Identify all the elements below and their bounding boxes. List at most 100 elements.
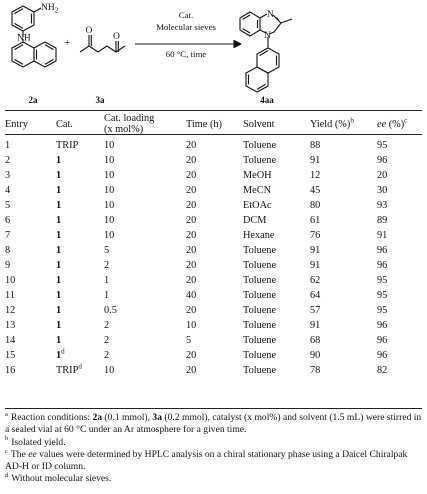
compound-label-4aa: 4aa [260,95,274,105]
cell-yield: 64 [310,290,321,301]
naphthalene-ring-2a-a [11,41,35,68]
reaction-scheme: NH2 NH + O O Cat. Molecular sieves 60 °C… [11,3,293,105]
cell-loading: 10 [104,170,115,181]
cell-time: 20 [186,170,197,181]
cell-loading: 10 [104,155,115,166]
cell-time: 20 [186,245,197,256]
cell-yield: 91 [310,260,321,271]
nitrogen-label-top: N [267,10,274,20]
cell-yield: 57 [310,305,321,316]
cell-entry: 3 [5,170,11,181]
cell-time: 5 [186,335,192,346]
cell-entry: 12 [5,305,16,316]
cell-entry: 9 [5,260,11,271]
cell-cat: 1 [56,260,62,271]
header-yield: Yield (%)b [310,116,354,130]
cell-solvent: Toluene [243,245,277,256]
cell-ee: 96 [377,320,388,331]
cell-yield: 91 [310,245,321,256]
cell-entry: 15 [5,350,16,361]
header-entry: Entry [5,118,28,130]
cell-cat: 1 [56,215,62,226]
cell-ee: 96 [377,245,388,256]
cell-yield: 91 [310,320,321,331]
cell-solvent: Toluene [243,290,277,301]
cell-time: 40 [186,290,197,301]
cell-yield: 80 [310,200,321,211]
cell-loading: 5 [104,245,110,256]
cell-time: 20 [186,305,197,316]
cell-ee: 82 [377,365,388,376]
cell-time: 20 [186,350,197,361]
cell-cat: 1 [56,275,62,286]
cell-loading: 10 [104,365,115,376]
cell-entry: 13 [5,320,16,331]
cell-entry: 6 [5,215,11,226]
cell-solvent: Toluene [243,320,277,331]
cell-solvent: Hexane [243,230,275,241]
nitrogen-label-bottom: N [264,31,271,41]
cell-entry: 5 [5,200,11,211]
naphthalene-ring-4aa-b [245,66,269,93]
cell-time: 20 [186,185,197,196]
cell-loading: 2 [104,350,110,361]
cell-loading: 10 [104,140,115,151]
nh-label: NH [17,34,31,44]
cell-ee: 96 [377,155,388,166]
table-header-rule [5,134,422,135]
cell-solvent: Toluene [243,275,277,286]
cell-cat: 1d [56,347,65,361]
cell-solvent: Toluene [243,140,277,151]
table-header-row: Entry Cat. Cat. loading(x mol%) Time (h)… [5,113,422,135]
cell-time: 20 [186,275,197,286]
cell-yield: 90 [310,350,321,361]
cell-loading: 1 [104,275,110,286]
cell-loading: 10 [104,200,115,211]
cell-loading: 10 [104,215,115,226]
optimization-table: Entry Cat. Cat. loading(x mol%) Time (h)… [5,113,422,378]
cell-solvent: Toluene [243,155,277,166]
cell-time: 20 [186,215,197,226]
cell-entry: 11 [5,290,15,301]
cell-ee: 95 [377,290,388,301]
cell-ee: 96 [377,335,388,346]
cell-loading: 2 [104,320,110,331]
cell-cat: 1 [56,155,62,166]
cell-loading: 1 [104,290,110,301]
cell-time: 20 [186,140,197,151]
cell-entry: 2 [5,155,11,166]
cell-solvent: Toluene [243,350,277,361]
cell-entry: 4 [5,185,11,196]
plus-sign: + [64,37,70,49]
cell-solvent: MeCN [243,185,272,196]
cell-cat: 1 [56,245,62,256]
cell-yield: 76 [310,230,321,241]
cell-solvent: Toluene [243,260,277,271]
cell-yield: 62 [310,275,321,286]
oxygen-label-1: O [86,26,93,36]
header-time: Time (h) [186,118,222,130]
cell-cat: 1 [56,335,62,346]
cell-ee: 20 [377,170,388,181]
cell-yield: 88 [310,140,321,151]
cell-entry: 16 [5,365,16,376]
cell-ee: 96 [377,260,388,271]
cell-solvent: Toluene [243,365,277,376]
cell-time: 20 [186,155,197,166]
cell-time: 20 [186,230,197,241]
naphthalene-ring-2a-b [33,41,57,68]
table-top-rule [5,110,422,111]
